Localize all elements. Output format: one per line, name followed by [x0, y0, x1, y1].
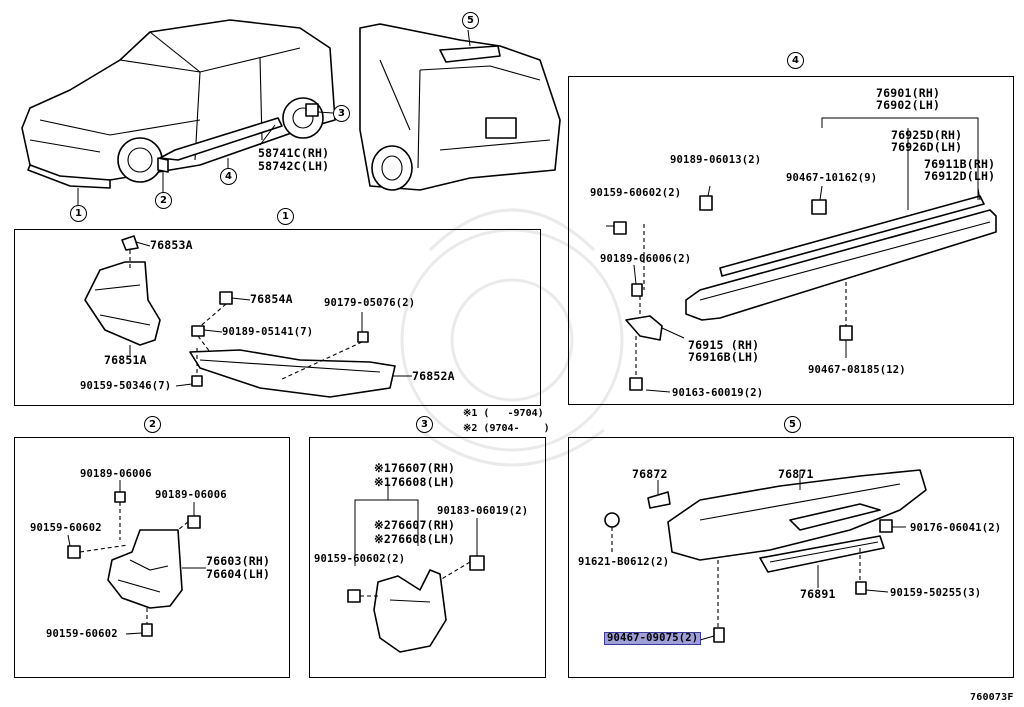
part-91621-B0612[interactable]: 91621-B0612(2) [578, 556, 670, 568]
panel-5 [568, 437, 1014, 678]
panel2-artwork [67, 480, 206, 637]
part-76891[interactable]: 76891 [800, 587, 836, 601]
part-90467-09075-highlighted[interactable]: 90467-09075(2) [604, 632, 702, 645]
part-76912D[interactable]: 76912D(LH) [924, 169, 996, 183]
panel-2 [14, 437, 290, 678]
part-76901[interactable]: 76901(RH) [876, 86, 941, 100]
part-90179-05076[interactable]: 90179-05076(2) [324, 297, 416, 309]
part-90467-08185[interactable]: 90467-08185(12) [808, 364, 906, 376]
panel5-artwork [604, 469, 927, 643]
part-90189-06006[interactable]: 90189-06006(2) [600, 253, 692, 265]
part-76902[interactable]: 76902(LH) [876, 98, 941, 112]
part-90189-06013[interactable]: 90189-06013(2) [670, 154, 762, 166]
part-90159-60602[interactable]: 90159-60602(2) [590, 187, 682, 199]
part-90176-06041[interactable]: 90176-06041(2) [910, 522, 1002, 534]
part-90163-60019[interactable]: 90163-60019(2) [672, 387, 764, 399]
marker-2-front[interactable]: 2 [155, 192, 172, 209]
part-90159-60602-a[interactable]: 90159-60602 [30, 522, 102, 534]
note-range-1: ※1 ( -9704) [463, 408, 544, 419]
panel3-artwork [347, 486, 485, 653]
part-76604[interactable]: 76604(LH) [206, 567, 271, 581]
part-76852A[interactable]: 76852A [412, 369, 455, 383]
part-76871[interactable]: 76871 [778, 467, 814, 481]
panel-5-title: 5 [784, 416, 801, 433]
part-76915[interactable]: 76915 (RH) [688, 338, 760, 352]
panel4-artwork [606, 117, 997, 393]
marker-1-front[interactable]: 1 [70, 205, 87, 222]
part-1-76607[interactable]: ※176607(RH) [374, 461, 456, 475]
part-76916B[interactable]: 76916B(LH) [688, 350, 760, 364]
part-90159-50346[interactable]: 90159-50346(7) [80, 380, 172, 392]
panel-3 [309, 437, 546, 678]
marker-3-rear-wheel[interactable]: 3 [333, 105, 350, 122]
part-76872[interactable]: 76872 [632, 467, 668, 481]
part-90189-05141[interactable]: 90189-05141(7) [222, 326, 314, 338]
part-90159-60602[interactable]: 90159-60602(2) [314, 553, 406, 565]
marker-5-spoiler[interactable]: 5 [462, 12, 479, 29]
panel-1-title: 1 [277, 208, 294, 225]
part-90159-50255[interactable]: 90159-50255(3) [890, 587, 982, 599]
part-76925D[interactable]: 76925D(RH) [891, 128, 963, 142]
label-58741C[interactable]: 58741C(RH) [258, 146, 330, 160]
part-76603[interactable]: 76603(RH) [206, 554, 271, 568]
part-1-76608[interactable]: ※176608(LH) [374, 475, 456, 489]
panel-1 [14, 229, 541, 406]
part-90467-10162[interactable]: 90467-10162(9) [786, 172, 878, 184]
label-58742C[interactable]: 58742C(LH) [258, 159, 330, 173]
part-90159-60602-b[interactable]: 90159-60602 [46, 628, 118, 640]
part-76853A[interactable]: 76853A [150, 238, 193, 252]
part-90189-06006-a[interactable]: 90189-06006 [80, 468, 152, 480]
car-rear-illustration [359, 23, 561, 191]
watermark-emblem [400, 208, 624, 467]
panel-4 [568, 76, 1014, 405]
part-76926D[interactable]: 76926D(LH) [891, 140, 963, 154]
note-range-2: ※2 (9704- ) [463, 423, 550, 434]
panel-4-title: 4 [787, 52, 804, 69]
panel-2-title: 2 [144, 416, 161, 433]
panel-3-title: 3 [416, 416, 433, 433]
part-76911B[interactable]: 76911B(RH) [924, 157, 996, 171]
diagram-code: 760073F [970, 692, 1014, 703]
part-90189-06006-b[interactable]: 90189-06006 [155, 489, 227, 501]
part-76854A[interactable]: 76854A [250, 292, 293, 306]
car-front-illustration [21, 19, 336, 205]
marker-4-side[interactable]: 4 [220, 168, 237, 185]
panel1-artwork [84, 235, 412, 398]
part-90183-06019[interactable]: 90183-06019(2) [437, 505, 529, 517]
part-2-76607[interactable]: ※276607(RH) [374, 518, 456, 532]
part-2-76608[interactable]: ※276608(LH) [374, 532, 456, 546]
part-76851A[interactable]: 76851A [104, 353, 147, 367]
